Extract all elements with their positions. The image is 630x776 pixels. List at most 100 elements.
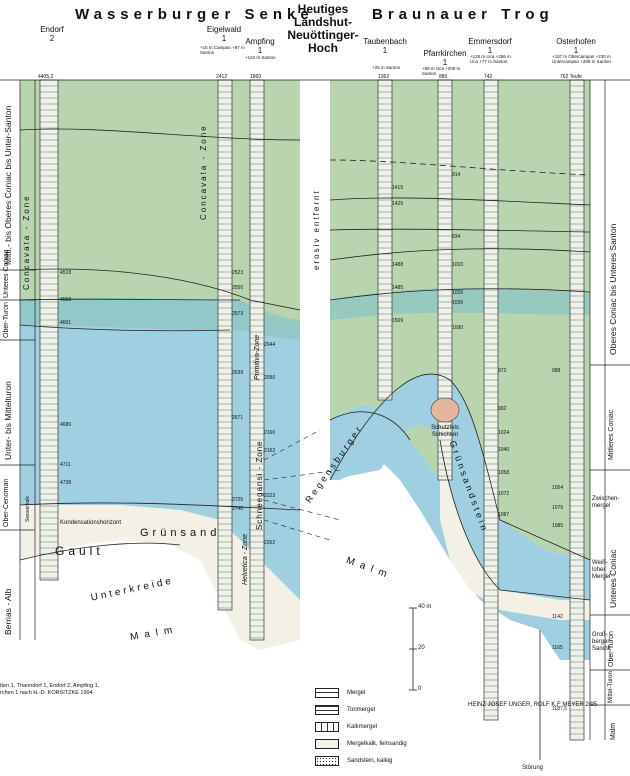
- depth-label: 1165: [552, 645, 563, 651]
- sandstein-swatch: [315, 756, 339, 766]
- stage-ober-turon: Ober-Turon: [3, 302, 10, 338]
- schutzfels-label: Schutzfels Schichten: [431, 425, 459, 438]
- east-primitiva-band: [330, 288, 590, 320]
- blue-dome: [330, 374, 590, 600]
- stage-right-mittleres-coniac: Mittleres Coniac: [608, 409, 615, 460]
- depth-label: 1415: [392, 185, 404, 191]
- schneegansi-zone-label: Schneegansi - Zone: [255, 440, 264, 530]
- stage-right-malm: Malm: [610, 722, 617, 740]
- depth-label: 1485: [392, 285, 404, 291]
- well-note-taubenbach: +25 m Santon: [372, 65, 401, 70]
- stage-unteres-coniac: Unteres Coniac: [3, 249, 10, 298]
- depth-label: 2090: [264, 375, 276, 381]
- depth-label: 1142: [552, 614, 563, 620]
- erosiv-label: erosiv entfernt: [312, 189, 321, 270]
- depth-label: 1085: [552, 523, 564, 529]
- helvetica-zone-label: Helvetica - Zone: [242, 534, 249, 585]
- depth-label: 1090: [452, 325, 464, 331]
- depth-label: 1010: [452, 262, 464, 268]
- depth-label: 1036: [452, 300, 464, 306]
- kalkmergel-swatch: [315, 722, 339, 732]
- mergelkalk-swatch: [315, 739, 339, 749]
- scale-20: 20: [418, 645, 425, 651]
- sand-layer-east: [440, 440, 590, 620]
- depth-label: 934: [452, 234, 461, 240]
- well-depth-ampfing: 1860: [250, 74, 262, 80]
- depth-label: 2523: [232, 270, 244, 276]
- left-concavata-zone: Concavata - Zone: [22, 194, 31, 290]
- stage-right-mittel-turon: Mittel-Turon: [608, 671, 614, 703]
- depth-label: 4686: [60, 422, 72, 428]
- grossberger-sandst-label: Groß-berger Sandst: [592, 632, 611, 652]
- east-title: Braunauer Trog: [372, 6, 554, 23]
- legend-mergel: Mergel: [315, 688, 365, 698]
- mergel-swatch: [315, 688, 339, 698]
- well-depth-pfarrkirchen: 880: [439, 74, 448, 80]
- well-note-emmersdorf: +128 m Uca +256 m Uca +77 m Santon: [470, 54, 511, 64]
- well-depth-emmersdorf: 742: [484, 74, 493, 80]
- depth-label: 2262: [264, 540, 276, 546]
- depth-label: 1072: [498, 491, 510, 497]
- depth-label: 4518: [60, 270, 72, 276]
- well-note-eigelwald: +15 m Campan +87 m Santon: [200, 45, 245, 55]
- depth-label: 1075: [552, 505, 564, 511]
- depth-label: 914: [452, 172, 461, 178]
- tonmergel-swatch: [315, 705, 339, 715]
- scale-0: 0: [418, 686, 422, 692]
- erosion-gap: [303, 80, 330, 640]
- stage-unter-mittelturon: Unter- bis Mittelturon: [3, 381, 13, 460]
- well-note-osterhofen: +187 m Obercampan +230 m Untercampan +28…: [552, 54, 611, 64]
- depth-label: 2162: [264, 448, 276, 454]
- depth-label: 4711: [60, 462, 71, 468]
- gruensand-label: Grünsand: [140, 527, 221, 539]
- concavata-zone-label: Concavata - Zone: [199, 124, 208, 220]
- weissloher-mergel-label: Weiß-loher Mergel: [592, 560, 611, 580]
- center-title: Heutiges Landshut-Neuöttinger-Hoch: [287, 2, 359, 55]
- depth-label: 988: [552, 368, 561, 374]
- depth-label: 1425: [392, 201, 404, 207]
- depth-label: 2223: [264, 493, 276, 499]
- depth-label: 2573: [232, 311, 244, 317]
- legend-sandstein: Sandstein, kalkig: [315, 756, 392, 766]
- depth-label: 1087: [498, 512, 510, 518]
- footnote-line-2: rchen 1 nach H.-D. KORSITZKE 1994: [0, 690, 93, 696]
- depth-label: 4558: [60, 297, 72, 303]
- west-title: Wasserburger Senke: [75, 6, 314, 23]
- scale-40: 40 m: [418, 604, 432, 610]
- legend-mergelkalk: Mergelkalk, feinsandig: [315, 739, 407, 749]
- depth-label: 2740: [232, 506, 244, 512]
- zwischenmergel-label: Zwischen-mergel: [592, 496, 620, 509]
- green-layer-east: [330, 80, 590, 560]
- gault-label: Gault: [55, 544, 104, 558]
- well-depth-eigelwald: 2412: [216, 74, 228, 80]
- kondensation-label: Kondensationshorizont: [60, 520, 122, 526]
- depth-label: 4738: [60, 480, 72, 486]
- footnote-line-1: tten 1, Thanndorf 1, Endorf 2, Ampfing 1…: [0, 683, 100, 689]
- depth-label: 1187,5: [552, 706, 567, 712]
- depth-label: 2160: [264, 430, 276, 436]
- depth-label: 1054: [552, 485, 564, 491]
- schutzfels-body: [430, 397, 460, 423]
- stage-ober-cenoman: Ober-Cenoman: [3, 478, 10, 527]
- depth-label: 972: [498, 368, 507, 374]
- well-depth-endorf: 4405,2: [38, 74, 54, 80]
- stage-right-oberes-coniac: Oberes Coniac bis Unteres Santon: [608, 223, 618, 355]
- well-depth-taubenbach: 1362: [378, 74, 390, 80]
- stage-berrias-alb: Berrias - Alb: [3, 588, 13, 635]
- depth-label: 1026: [452, 290, 464, 296]
- well-note-ampfing: +124 m Santon: [245, 55, 276, 60]
- stage-coniac-santon: Mittl.- bis Oberes Coniac bis Unter-Sant…: [3, 105, 13, 265]
- depth-label: 1509: [392, 318, 404, 324]
- depth-label: 992: [498, 406, 507, 412]
- seewerkalk-label: Seewerkalk: [25, 496, 31, 522]
- depth-label: 4601: [60, 320, 72, 326]
- primitiva-zone-label: Primitiva-Zone: [254, 334, 261, 380]
- depth-label: 1058: [498, 470, 510, 476]
